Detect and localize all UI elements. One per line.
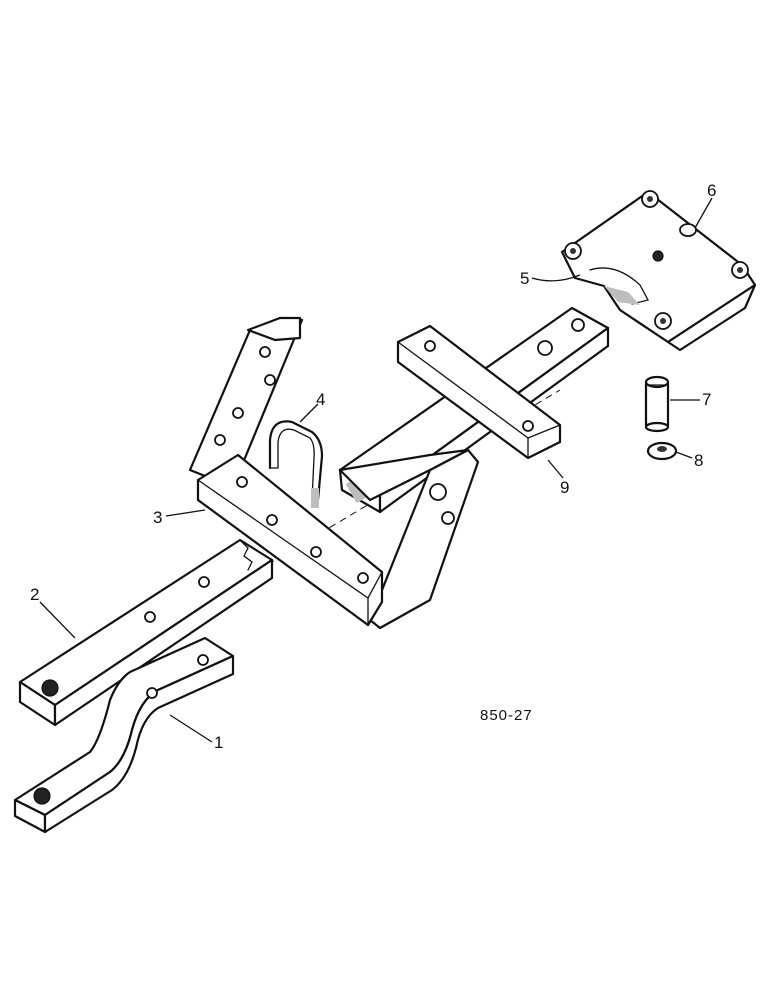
part-5-hitch-plate <box>560 190 757 352</box>
callout-3: 3 <box>153 508 162 527</box>
part-1-offset-bar <box>13 636 235 834</box>
reference-code: 850-27 <box>480 707 533 724</box>
part-4-u-bolt <box>268 420 324 508</box>
part-7-pin <box>644 375 670 433</box>
part-2-drawbar <box>18 538 274 727</box>
callout-4: 4 <box>316 390 325 409</box>
leader-lines <box>39 197 713 743</box>
part-8-washer <box>646 441 678 461</box>
callout-7: 7 <box>702 390 711 409</box>
callout-5: 5 <box>520 269 529 288</box>
callout-2: 2 <box>30 585 39 604</box>
callout-9: 9 <box>560 478 569 497</box>
callout-8: 8 <box>694 451 703 470</box>
callout-1: 1 <box>214 733 223 752</box>
callout-6: 6 <box>707 181 716 200</box>
part-3-frame <box>188 316 480 630</box>
